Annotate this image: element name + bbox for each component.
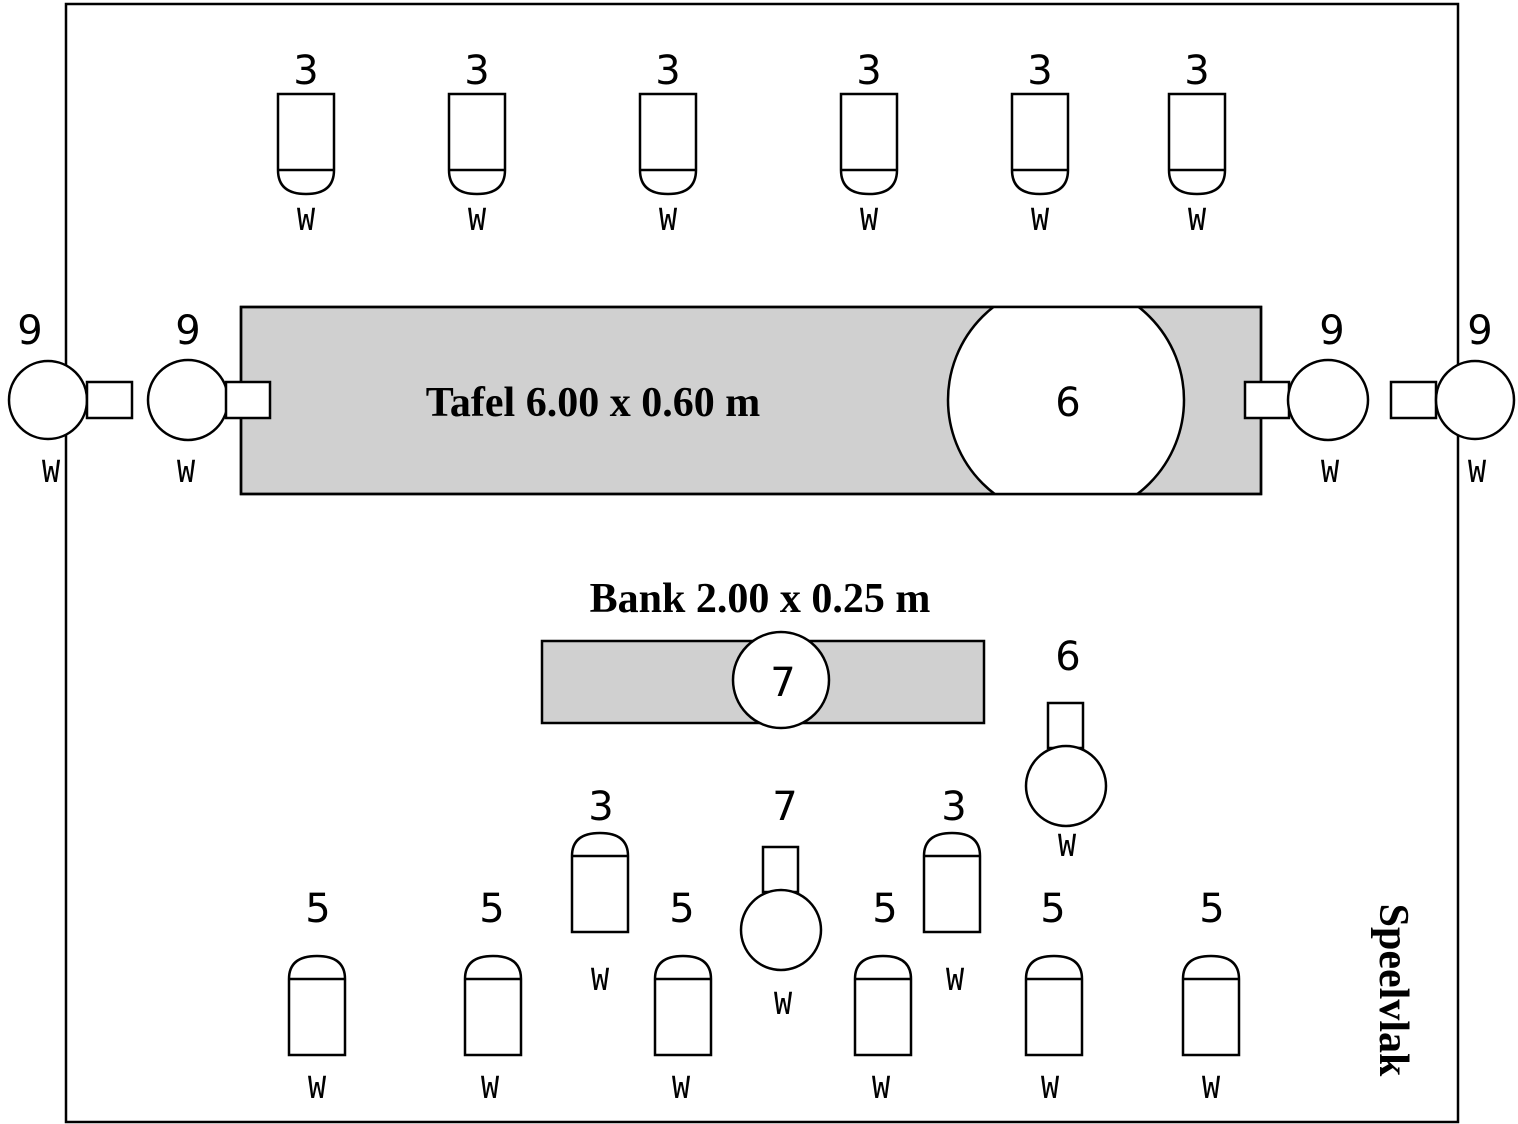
chair-number: 5: [1199, 886, 1224, 932]
seat-marker: W: [1041, 1071, 1060, 1106]
table-center-number: 6: [1055, 380, 1080, 426]
chair-number: 3: [856, 48, 881, 94]
person-number: 9: [17, 308, 42, 354]
bottom-chair-1: 5 W: [287, 886, 347, 1106]
chair-number: 5: [305, 886, 330, 932]
seat-marker: W: [1468, 455, 1487, 490]
chair-number: 3: [941, 784, 966, 830]
table-label: Tafel 6.00 x 0.60 m: [426, 380, 760, 426]
standing-person-center: 7 W: [739, 784, 823, 1022]
bottom-chair-6: 5 W: [1181, 886, 1241, 1106]
side-person-right: 9 W: [1243, 308, 1370, 490]
chair-number: 3: [293, 48, 318, 94]
seat-marker: W: [672, 1071, 691, 1106]
bench-center-number: 7: [770, 660, 795, 706]
seat-marker: W: [1031, 203, 1050, 238]
top-chair-2: 3 W: [447, 48, 507, 238]
bottom-chair-4: 5 W: [853, 886, 913, 1106]
person-number: 7: [772, 784, 797, 830]
seat-marker: W: [1188, 203, 1207, 238]
person-number: 6: [1055, 634, 1080, 680]
seat-marker: W: [308, 1071, 327, 1106]
top-chair-1: 3 W: [276, 48, 336, 238]
bottom-chair-5: 5 W: [1024, 886, 1084, 1106]
chair-number: 3: [464, 48, 489, 94]
chair-number: 5: [872, 886, 897, 932]
chair-number: 3: [1027, 48, 1052, 94]
diagram-title: Speelvlak: [1370, 904, 1416, 1077]
bench: Bank 2.00 x 0.25 m 7: [540, 576, 986, 730]
person-number: 9: [1319, 308, 1344, 354]
chair-number: 5: [669, 886, 694, 932]
chair-number: 3: [655, 48, 680, 94]
table: Tafel 6.00 x 0.60 m 6: [239, 305, 1263, 496]
top-chair-5: 3 W: [1010, 48, 1070, 238]
chair-number: 3: [1184, 48, 1209, 94]
bottom-chair-3: 5 W: [653, 886, 713, 1106]
chair-number: 5: [1040, 886, 1065, 932]
seat-marker: W: [774, 987, 793, 1022]
side-person-far-right: 9 W: [1389, 308, 1516, 490]
person-number: 9: [175, 308, 200, 354]
middle-chair-right: 3 W: [922, 784, 982, 998]
chair-number: 3: [588, 784, 613, 830]
standing-person-right: 6 W: [1024, 634, 1108, 864]
seat-marker: W: [659, 203, 678, 238]
seat-marker: W: [42, 455, 61, 490]
table-center-circle: [946, 307, 1186, 494]
middle-chair-left: 3 W: [570, 784, 630, 998]
seat-marker: W: [860, 203, 879, 238]
seat-marker: W: [1058, 829, 1077, 864]
top-chair-4: 3 W: [839, 48, 899, 238]
seat-marker: W: [481, 1071, 500, 1106]
seat-marker: W: [872, 1071, 891, 1106]
side-person-left: 9 W: [146, 308, 272, 490]
seat-marker: W: [591, 963, 610, 998]
seat-marker: W: [946, 963, 965, 998]
top-chair-3: 3 W: [638, 48, 698, 238]
bench-label: Bank 2.00 x 0.25 m: [590, 576, 931, 622]
person-number: 9: [1467, 308, 1492, 354]
seat-marker: W: [1321, 455, 1340, 490]
seat-marker: W: [1202, 1071, 1221, 1106]
side-person-far-left: 9 W: [7, 308, 134, 490]
top-chair-6: 3 W: [1167, 48, 1227, 238]
bottom-chair-2: 5 W: [463, 886, 523, 1106]
seat-marker: W: [468, 203, 487, 238]
chair-number: 5: [479, 886, 504, 932]
seat-marker: W: [177, 455, 196, 490]
seat-marker: W: [297, 203, 316, 238]
stage-border: [64, 2, 1460, 1124]
